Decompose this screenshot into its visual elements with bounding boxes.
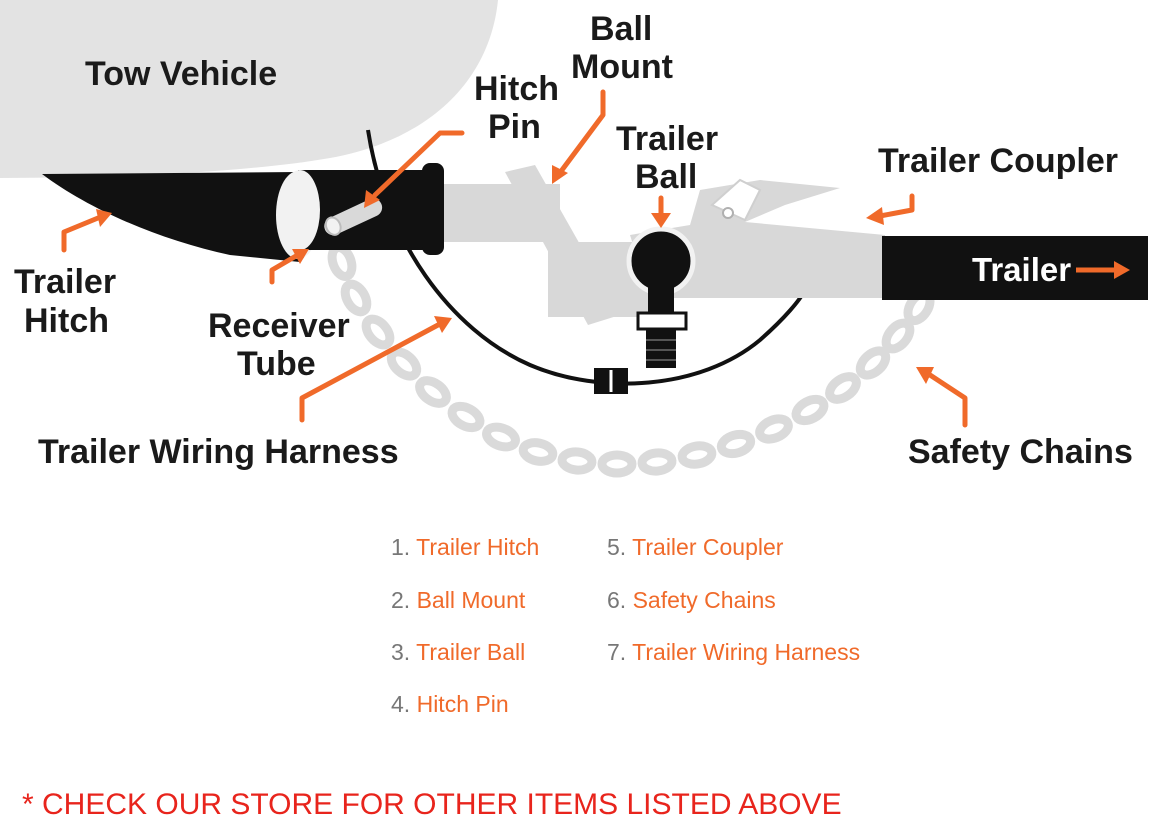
- legend-name: Ball Mount: [416, 587, 526, 613]
- label-wiring-harness: Trailer Wiring Harness: [38, 433, 399, 471]
- label-trailer-hitch-line1: Trailer: [14, 263, 116, 301]
- trailer-hitch-shape: [42, 172, 319, 262]
- label-trailer-coupler: Trailer Coupler: [878, 142, 1118, 180]
- label-ball-mount-line2: Mount: [571, 48, 673, 86]
- label-trailer-hitch-line2: Hitch: [24, 302, 109, 340]
- legend-item: 5. Trailer Coupler: [607, 536, 783, 559]
- label-tow-vehicle: Tow Vehicle: [85, 55, 277, 93]
- legend-number: 5.: [607, 534, 627, 560]
- label-safety-chains: Safety Chains: [908, 433, 1133, 471]
- label-trailer-ball-line1: Trailer: [616, 120, 718, 158]
- legend-name: Hitch Pin: [416, 691, 509, 717]
- legend-number: 2.: [391, 587, 411, 613]
- label-trailer-ball-line2: Ball: [635, 158, 697, 196]
- label-receiver-tube-line1: Receiver: [208, 307, 350, 345]
- label-ball-mount-line1: Ball: [590, 10, 652, 48]
- legend-number: 7.: [607, 639, 627, 665]
- tow-vehicle-shape: [0, 0, 498, 178]
- legend-item: 3. Trailer Ball: [391, 641, 525, 664]
- legend-name: Safety Chains: [632, 587, 776, 613]
- store-note: * CHECK OUR STORE FOR OTHER ITEMS LISTED…: [22, 788, 842, 821]
- legend-number: 4.: [391, 691, 411, 717]
- hitch-pin-shape: [324, 198, 383, 236]
- legend-item: 6. Safety Chains: [607, 589, 776, 612]
- label-hitch-pin-line2: Pin: [488, 108, 541, 146]
- legend-name: Trailer Ball: [416, 639, 526, 665]
- legend-name: Trailer Coupler: [632, 534, 784, 560]
- legend-number: 6.: [607, 587, 627, 613]
- safety-chain: [327, 243, 935, 478]
- label-hitch-pin-line1: Hitch: [474, 70, 559, 108]
- label-receiver-tube-line2: Tube: [237, 345, 316, 383]
- legend-number: 1.: [391, 534, 411, 560]
- legend-item: 1. Trailer Hitch: [391, 536, 539, 559]
- legend-item: 4. Hitch Pin: [391, 693, 509, 716]
- trailer-ball-shape: [626, 226, 696, 296]
- legend-name: Trailer Wiring Harness: [632, 639, 861, 665]
- label-trailer: Trailer: [972, 251, 1071, 288]
- legend-item: 2. Ball Mount: [391, 589, 525, 612]
- legend-number: 3.: [391, 639, 411, 665]
- legend-item: 7. Trailer Wiring Harness: [607, 641, 860, 664]
- pointer-arrows: [61, 89, 1130, 428]
- legend-name: Trailer Hitch: [416, 534, 540, 560]
